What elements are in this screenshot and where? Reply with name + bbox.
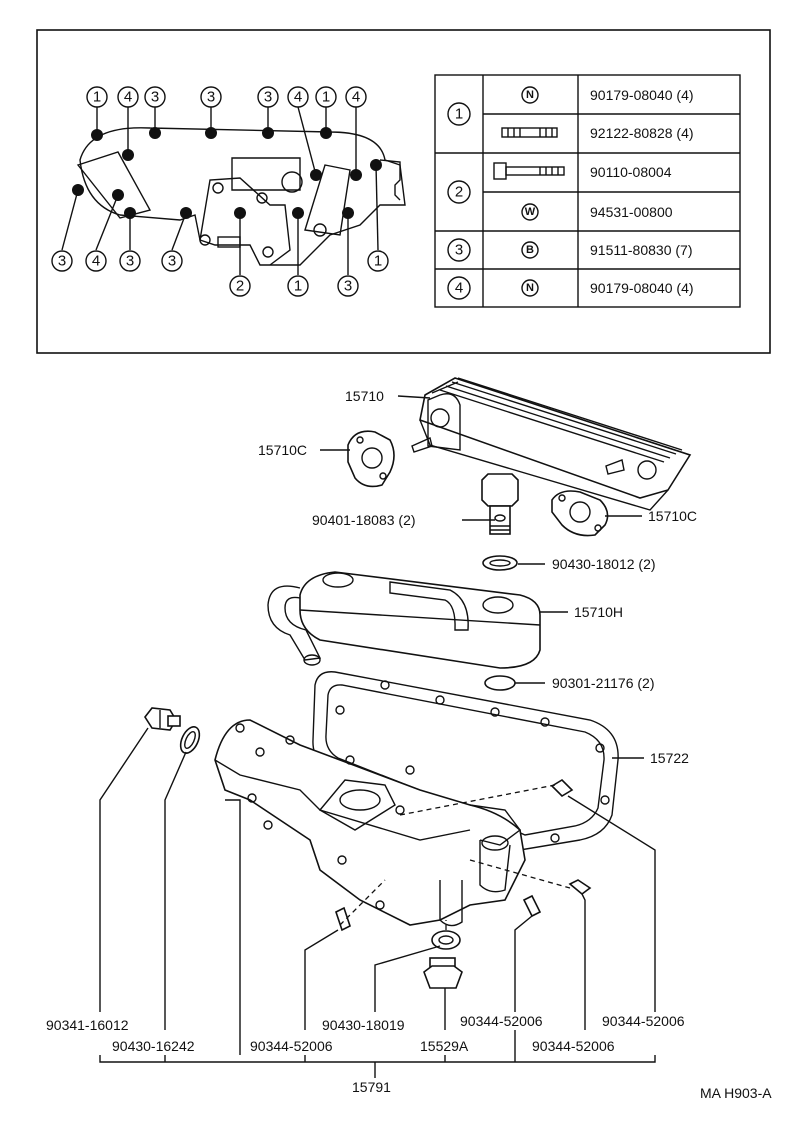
callout-number: 3 [264,89,272,106]
label-90430-16242: 90430-16242 [112,1038,195,1054]
table-part-number: 90179-08040 (4) [590,280,694,296]
svg-text:B: B [526,244,534,256]
callout-number: 3 [207,89,215,106]
callout-number: 4 [352,89,360,106]
inset-fastener-dots [72,127,382,219]
gasket-15710c-right [551,490,609,537]
callout-number: 1 [322,89,330,106]
label-15710h: 15710H [574,604,623,620]
washer-icon: W [521,203,539,221]
table-part-number: 90179-08040 (4) [590,87,694,103]
alignment-dashes [339,784,571,930]
oil-cooler-case [267,571,541,669]
label-15710: 15710 [345,388,384,404]
drain-plug [144,707,181,731]
inset-callouts-top: 1 4 3 3 3 4 1 4 [86,86,367,108]
label-90301-21176: 90301-21176 (2) [552,675,654,691]
svg-text:W: W [525,206,536,218]
stud-small-c [568,879,592,896]
label-15722: 15722 [650,750,689,766]
callout-number: 1 [294,278,302,295]
label-15791: 15791 [352,1079,391,1095]
label-90344-52006-c: 90344-52006 [532,1038,615,1054]
nut-icon: N [521,279,539,297]
table-ref-3: 3 [455,242,463,259]
callout-number: 4 [294,89,302,106]
stud-bolt-icon [501,127,558,138]
label-90430-18012: 90430-18012 (2) [552,556,656,572]
oil-cooler-cover-housing [214,719,526,927]
callout-number: 1 [374,253,382,270]
bolt-symbol-icon: B [521,241,539,259]
inset-housing-sketch [76,127,406,266]
table-part-number: 90110-08004 [590,164,672,180]
label-15710c-left: 15710C [258,442,307,458]
table-ref-4: 4 [455,280,463,297]
drain-plug-gasket [179,726,201,754]
callout-number: 4 [124,89,132,106]
table-part-number: 94531-00800 [590,204,673,220]
table-part-number: 92122-80828 (4) [590,125,694,141]
bolt-icon [493,162,565,180]
gasket-ring-c [431,930,461,950]
part-labels: 15710 15710C 90401-18083 (2) 15710C 9043… [46,388,772,1101]
nut-icon: N [521,86,539,104]
table-ref-1: 1 [455,106,463,123]
label-15529a: 15529A [420,1038,469,1054]
label-90401-18083: 90401-18083 (2) [312,512,416,528]
inset-callouts-bottom: 3 4 3 3 2 1 3 1 [51,250,389,297]
inset-frame [36,29,771,354]
o-ring [484,675,516,691]
union-bolt [481,473,519,535]
callout-number: 3 [126,253,134,270]
callout-number: 1 [93,89,101,106]
table-part-number: 91511-80830 (7) [590,242,692,258]
oil-cooler-element [411,377,692,511]
stud-small-b [522,894,542,918]
label-90344-52006-b: 90344-52006 [460,1013,543,1029]
label-15710c-right: 15710C [648,508,697,524]
callout-number: 2 [236,278,244,295]
label-90344-52006-d: 90344-52006 [602,1013,685,1029]
stud-small-a [335,906,351,932]
callout-number: 3 [344,278,352,295]
inset-leaders [61,106,379,275]
plug-15529a [423,957,463,989]
stud-small-d [550,778,574,798]
svg-text:N: N [526,282,534,294]
gasket-ring-a [482,555,518,571]
callout-number: 4 [92,253,100,270]
gasket-15710c-left [347,430,395,488]
leader-lines [99,395,656,1078]
svg-text:N: N [526,89,534,101]
callout-number: 3 [151,89,159,106]
label-90430-18019: 90430-18019 [322,1017,405,1033]
callout-number: 3 [58,253,66,270]
label-90344-52006-a: 90344-52006 [250,1038,333,1054]
fastener-table: 1 2 3 4 N W B N 90179-08040 (4) [434,74,741,308]
table-ref-2: 2 [455,184,463,201]
label-90341-16012: 90341-16012 [46,1017,129,1033]
callout-number: 3 [168,253,176,270]
diagram-code: MA H903-A [700,1085,772,1101]
